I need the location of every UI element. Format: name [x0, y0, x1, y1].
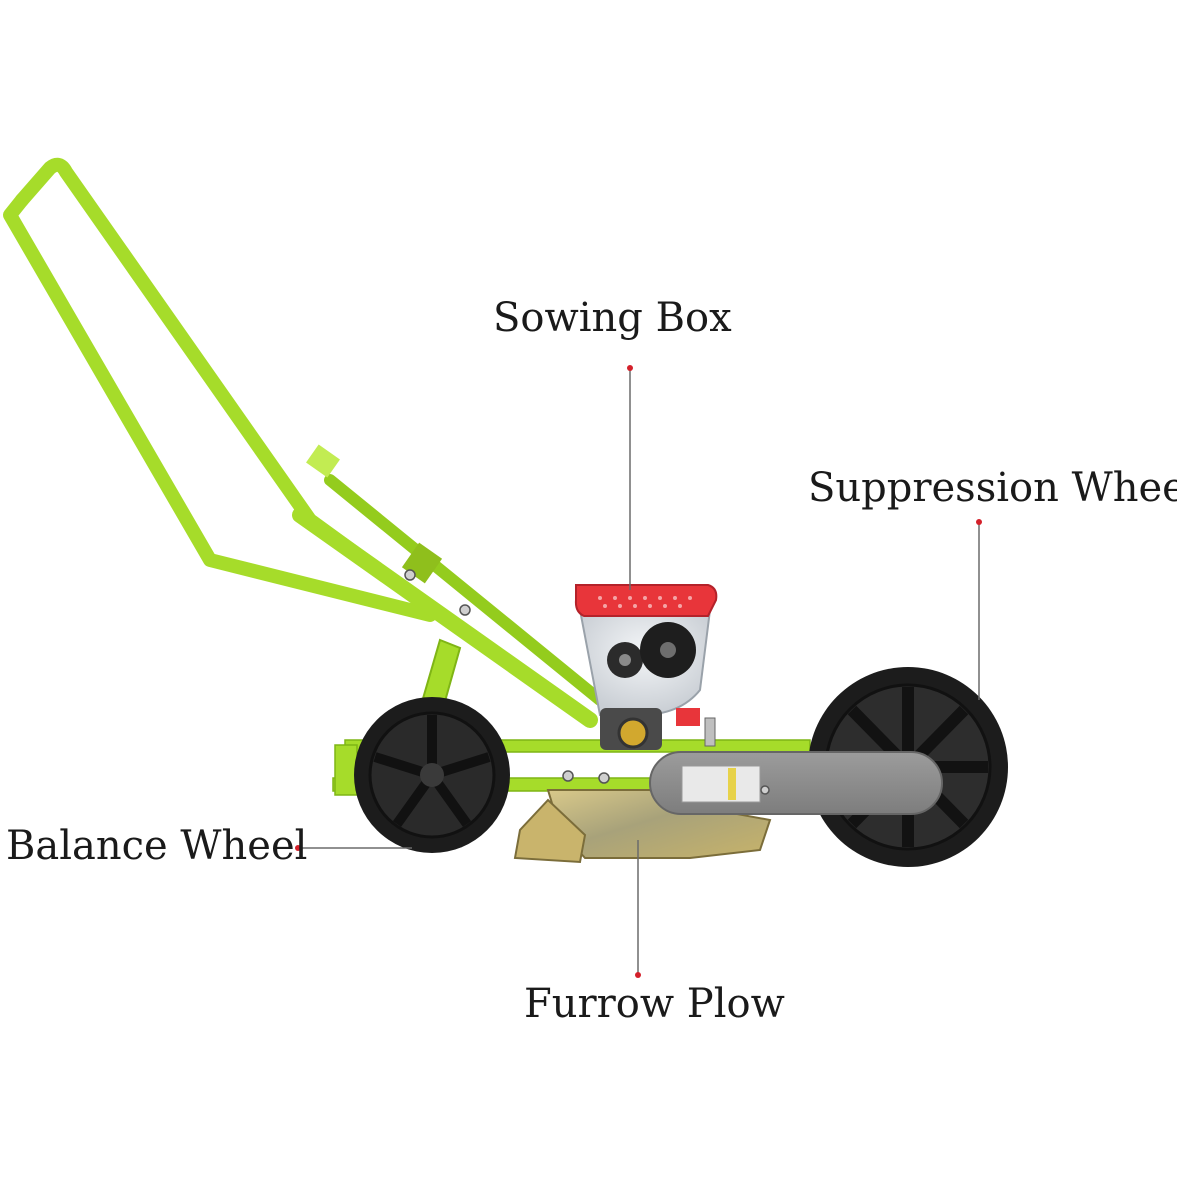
bolt	[459, 604, 471, 616]
bolt	[598, 772, 610, 784]
handle-shaft	[292, 507, 598, 728]
spec-sticker-band	[728, 768, 736, 800]
balance-wheel-hub	[420, 763, 444, 787]
balance-wheel	[354, 697, 510, 853]
leader-dot	[635, 972, 641, 978]
bolt	[562, 770, 574, 782]
leader-dot	[976, 519, 982, 525]
leader-dot	[295, 845, 301, 851]
hopper-lid	[574, 584, 718, 617]
furrow-plow	[513, 789, 772, 864]
sowing-box	[574, 584, 718, 750]
spec-sticker	[681, 765, 761, 803]
handle-shaft-inner	[324, 474, 606, 706]
feed-tube	[676, 708, 700, 726]
lid-dots	[598, 596, 692, 608]
handle-frame	[3, 157, 606, 728]
handle-sleeve	[306, 444, 340, 478]
seed-disc-center	[619, 654, 631, 666]
metering-gear	[617, 717, 649, 749]
label-sowing-box: Sowing Box	[493, 295, 732, 341]
label-furrow-plow: Furrow Plow	[524, 981, 785, 1027]
chain-cover	[649, 751, 943, 815]
bolt	[760, 785, 770, 795]
chassis-plate	[334, 744, 358, 796]
label-suppression-wheel: Suppression Wheel	[808, 465, 1177, 511]
adjuster-post	[704, 717, 716, 747]
label-balance-wheel: Balance Wheel	[6, 823, 308, 869]
handle-loop	[15, 157, 427, 607]
handle-left-bar	[3, 193, 437, 622]
bolt	[404, 569, 416, 581]
leader-dots	[295, 365, 982, 978]
seed-disc-large-center	[660, 642, 676, 658]
leader-dot	[627, 365, 633, 371]
plow-tip	[513, 798, 587, 864]
leader-lines	[298, 368, 980, 975]
